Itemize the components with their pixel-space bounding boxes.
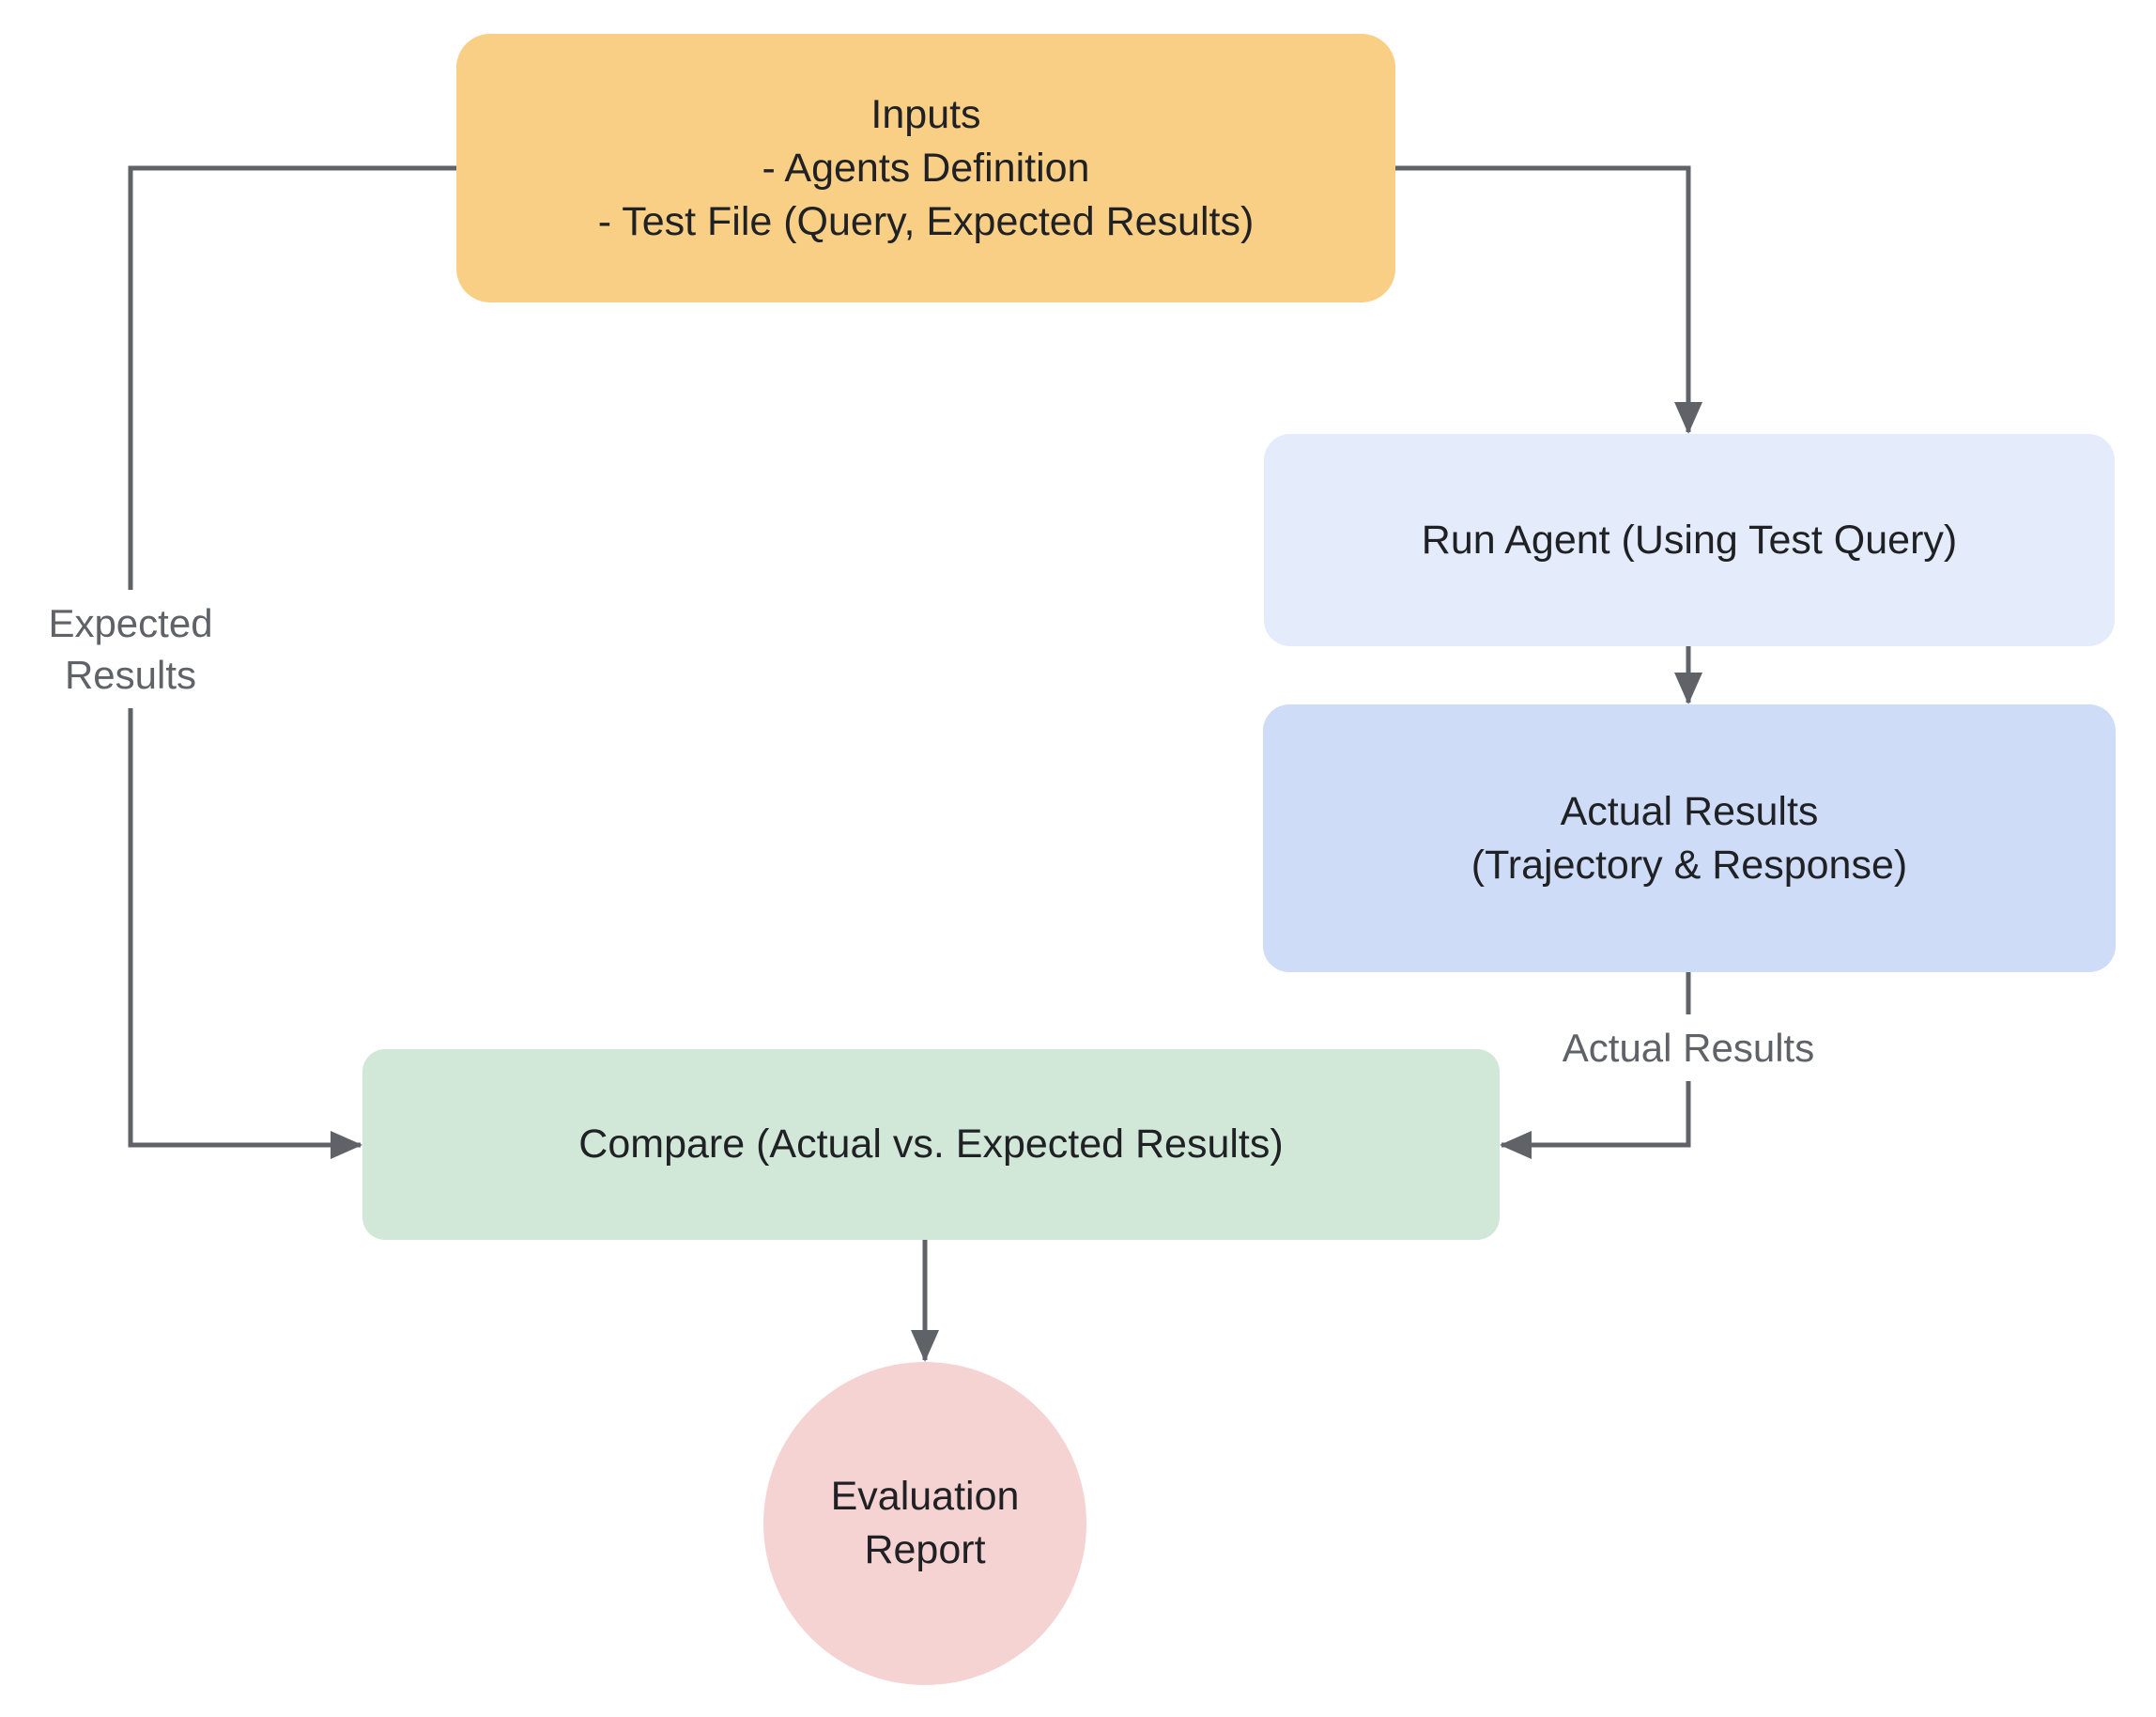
edge-label-expected-results: Expected Results	[8, 590, 253, 708]
node-compare-label: Compare (Actual vs. Expected Results)	[578, 1121, 1284, 1167]
node-actual-results-line-2: (Trajectory & Response)	[1471, 842, 1908, 888]
node-inputs: Inputs - Agents Definition - Test File (…	[456, 34, 1395, 302]
node-run-agent-label: Run Agent (Using Test Query)	[1421, 517, 1958, 563]
node-inputs-line-2: - Agents Definition	[762, 145, 1090, 191]
node-evaluation-report: Evaluation Report	[763, 1362, 1086, 1685]
node-evaluation-report-line-1: Evaluation	[830, 1474, 1020, 1519]
node-inputs-line-1: Inputs	[870, 91, 981, 137]
node-actual-results-line-1: Actual Results	[1560, 788, 1819, 834]
node-run-agent: Run Agent (Using Test Query)	[1264, 434, 2115, 646]
node-inputs-line-3: - Test File (Query, Expected Results)	[597, 198, 1255, 244]
edge-inputs-to-run-agent	[1395, 165, 1702, 434]
edge-label-actual-results: Actual Results	[1529, 1014, 1848, 1081]
node-compare: Compare (Actual vs. Expected Results)	[362, 1049, 1500, 1240]
node-evaluation-report-line-2: Report	[864, 1527, 986, 1572]
node-actual-results: Actual Results (Trajectory & Response)	[1263, 704, 2116, 972]
